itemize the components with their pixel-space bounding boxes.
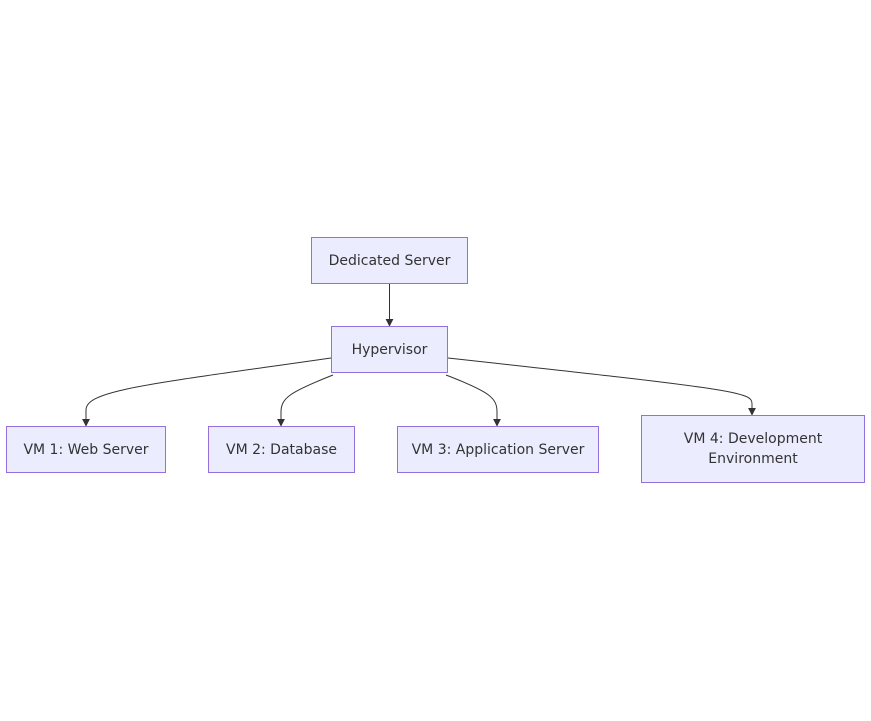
vm3-label: VM 3: Application Server [411, 441, 585, 458]
vm2-database-node: VM 2: Database [208, 426, 355, 473]
hypervisor-node: Hypervisor [331, 326, 448, 373]
dedicated-server-node: Dedicated Server [311, 237, 468, 284]
dedicated-server-label: Dedicated Server [328, 252, 451, 269]
edge-hypervisor-to-vm4 [447, 357, 756, 416]
edge-hypervisor-to-vm2 [277, 374, 334, 427]
vm3-application-server-node: VM 3: Application Server [397, 426, 599, 473]
vm2-label: VM 2: Database [226, 441, 337, 458]
vm1-web-server-node: VM 1: Web Server [6, 426, 166, 473]
vm1-label: VM 1: Web Server [23, 441, 149, 458]
vm4-development-environment-node: VM 4: Development Environment [641, 415, 865, 483]
edge-hypervisor-to-vm3 [445, 374, 501, 427]
hypervisor-label: Hypervisor [351, 341, 428, 358]
edge-hypervisor-to-vm1 [82, 357, 332, 427]
vm4-label: VM 4: Development Environment [683, 431, 823, 467]
